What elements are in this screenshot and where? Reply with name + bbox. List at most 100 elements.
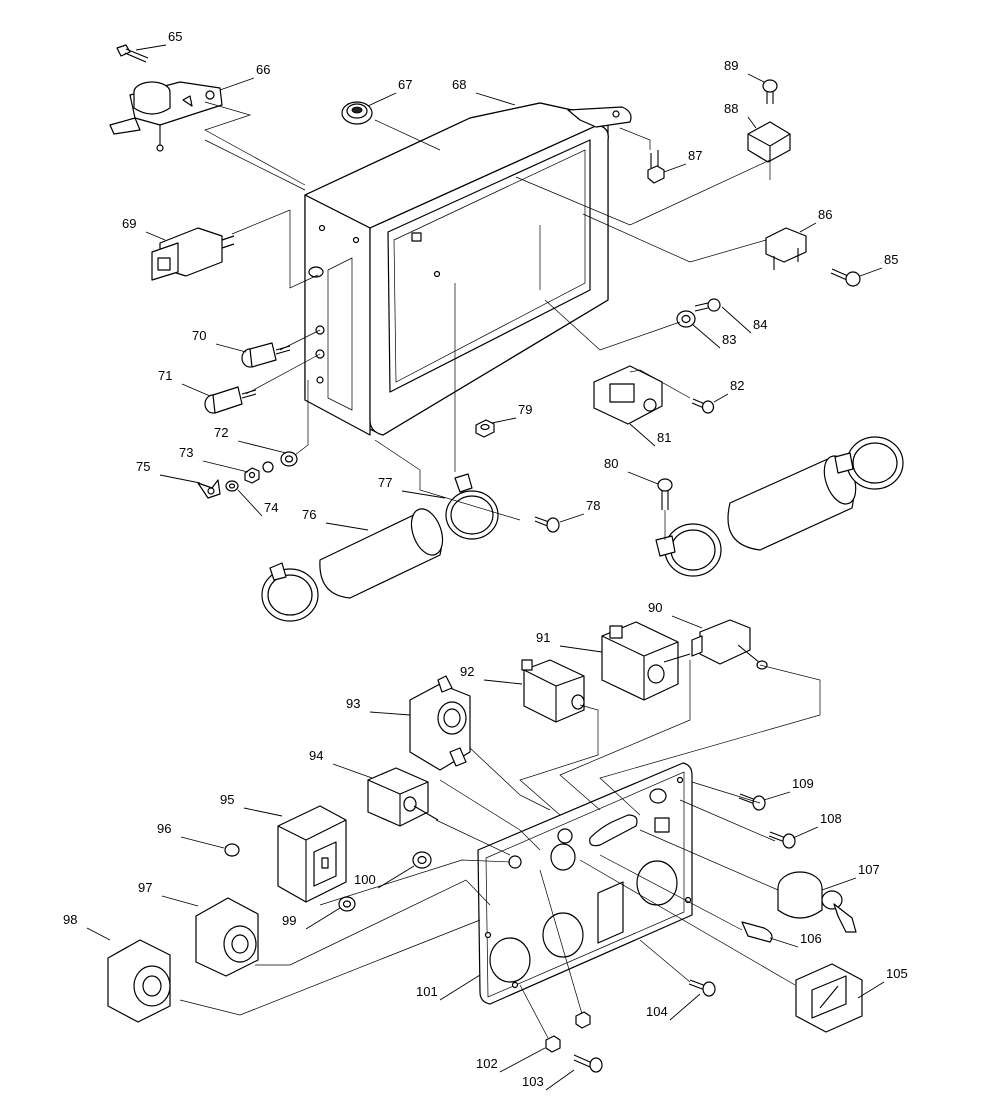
part-number-73: 73	[179, 445, 193, 460]
control-box-housing	[304, 102, 632, 436]
leader-line-68	[475, 92, 516, 106]
part-84-screw	[694, 298, 721, 312]
part-number-86: 86	[818, 207, 832, 222]
part-number-83: 83	[722, 332, 736, 347]
leader-line-80	[627, 471, 659, 485]
leader-line-101	[439, 974, 481, 1001]
part-number-71: 71	[158, 368, 172, 383]
leader-line-109	[763, 791, 791, 801]
part-number-77: 77	[378, 475, 392, 490]
leader-line-65	[135, 44, 167, 51]
leader-line-95	[243, 807, 283, 817]
part-number-109: 109	[792, 776, 814, 791]
leader-line-99	[305, 907, 341, 930]
part-107-key-switch	[777, 871, 857, 933]
part-number-99: 99	[282, 913, 296, 928]
part-105-meter	[795, 963, 863, 1033]
part-80-screw	[657, 478, 673, 510]
part-77-clamp	[445, 473, 499, 540]
part-number-96: 96	[157, 821, 171, 836]
clamp-right-upper	[834, 436, 904, 490]
part-102-nut	[545, 1035, 561, 1053]
leader-line-100	[377, 865, 415, 889]
part-72-washer	[280, 451, 298, 467]
part-number-68: 68	[452, 77, 466, 92]
part-number-90: 90	[648, 600, 662, 615]
leader-line-71	[181, 383, 211, 397]
part-number-94: 94	[309, 748, 323, 763]
part-92-breaker	[521, 659, 585, 723]
part-number-84: 84	[753, 317, 767, 332]
part-89-screw	[762, 79, 778, 104]
leader-line-72	[237, 440, 287, 454]
part-98-receptacle	[107, 939, 171, 1023]
leader-line-108	[792, 826, 819, 839]
leader-line-94	[332, 763, 373, 779]
part-number-75: 75	[136, 459, 150, 474]
part-number-101: 101	[416, 984, 438, 999]
part-87-screw	[647, 150, 665, 184]
part-109-screw	[738, 793, 766, 811]
part-75-wing-nut	[197, 479, 221, 499]
leader-line-107	[821, 877, 857, 891]
part-number-95: 95	[220, 792, 234, 807]
leader-line-98	[86, 927, 111, 941]
leader-line-87	[663, 163, 687, 173]
leader-line-67	[367, 92, 397, 107]
part-number-103: 103	[522, 1074, 544, 1089]
part-85-screw	[830, 268, 861, 287]
part-number-67: 67	[398, 77, 412, 92]
leader-line-104	[669, 993, 701, 1021]
leader-line-69	[145, 231, 166, 241]
part-81-socket	[593, 365, 663, 425]
part-number-93: 93	[346, 696, 360, 711]
part-number-107: 107	[858, 862, 880, 877]
leader-line-93	[369, 711, 411, 716]
part-93-receptacle	[409, 675, 471, 771]
leader-line-86	[799, 222, 817, 233]
leader-line-105	[857, 981, 885, 999]
part-number-72: 72	[214, 425, 228, 440]
part-108-screw	[768, 831, 796, 849]
leader-line-74	[237, 489, 263, 517]
leader-line-81	[629, 423, 656, 447]
leader-line-82	[713, 393, 729, 403]
part-number-78: 78	[586, 498, 600, 513]
part-number-80: 80	[604, 456, 618, 471]
leader-line-85	[859, 267, 883, 277]
part-number-76: 76	[302, 507, 316, 522]
part-number-102: 102	[476, 1056, 498, 1071]
part-79-nut	[475, 419, 495, 438]
leader-line-77	[401, 490, 446, 499]
leader-line-83	[691, 323, 721, 349]
part-number-98: 98	[63, 912, 77, 927]
part-96-nut	[224, 843, 240, 857]
part-66-solenoid	[109, 81, 223, 152]
part-number-92: 92	[460, 664, 474, 679]
assembly-guide-lines	[179, 101, 821, 1039]
part-103-screw	[573, 1054, 603, 1073]
leader-line-73	[202, 460, 249, 473]
clamp-left	[261, 562, 319, 622]
part-88-cap	[747, 121, 791, 163]
part-65-bolt	[116, 44, 149, 63]
part-number-70: 70	[192, 328, 206, 343]
panel-nut	[575, 1011, 591, 1029]
part-94-rotary-switch	[367, 767, 439, 827]
part-number-91: 91	[536, 630, 550, 645]
leader-line-66	[219, 77, 255, 91]
part-76-capacitor	[319, 508, 444, 599]
part-71-terminal	[204, 386, 257, 414]
leader-line-70	[215, 343, 247, 353]
part-70-terminal	[241, 342, 291, 368]
part-number-79: 79	[518, 402, 532, 417]
leader-line-88	[747, 116, 757, 129]
part-number-69: 69	[122, 216, 136, 231]
part-number-87: 87	[688, 148, 702, 163]
part-69-breaker	[151, 227, 235, 281]
part-106-lamp	[741, 921, 773, 943]
part-number-65: 65	[168, 29, 182, 44]
leader-line-103	[545, 1069, 575, 1091]
